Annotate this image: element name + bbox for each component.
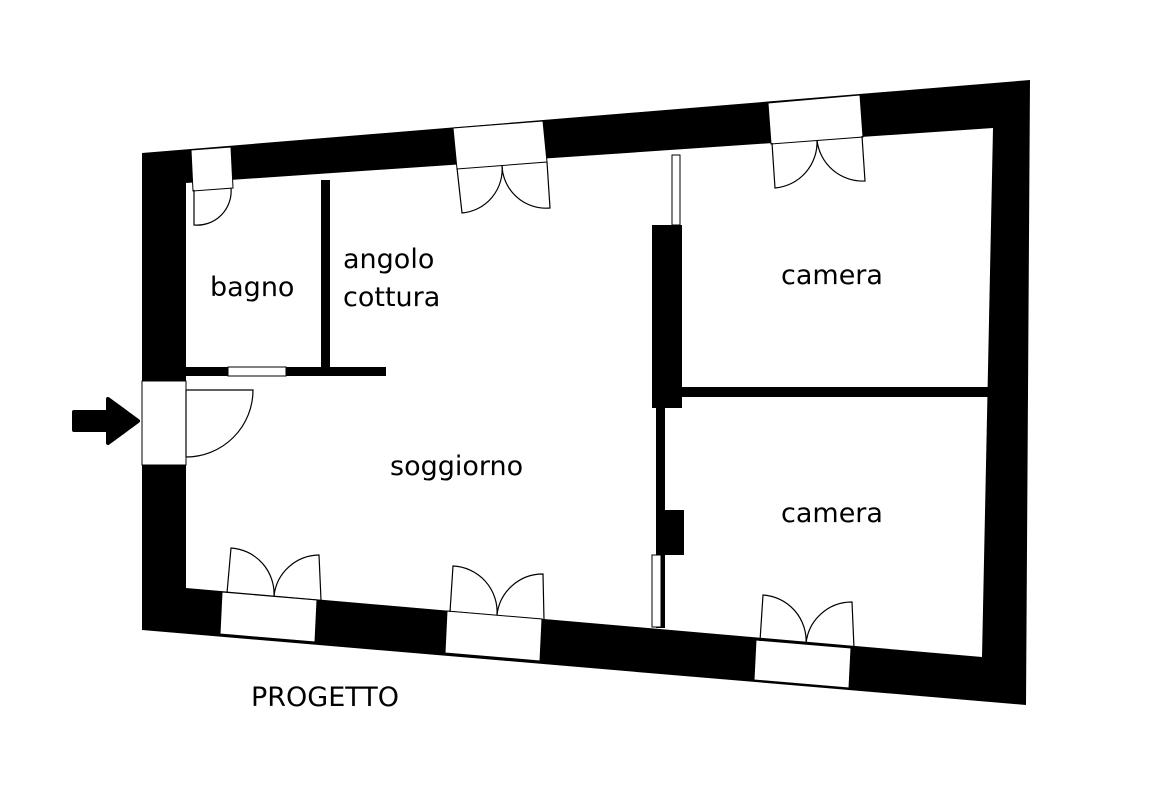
room-label-camera-bottom: camera — [781, 498, 883, 529]
entrance-opening — [141, 380, 187, 466]
window-bagno — [190, 146, 234, 192]
partition-bottom — [651, 554, 662, 628]
bagno-door-gap — [227, 366, 287, 377]
window-soggiorno-right — [444, 610, 543, 662]
room-label-camera-top: camera — [781, 260, 883, 291]
plan-caption: PROGETTO — [251, 682, 399, 713]
outer-walls — [142, 80, 1030, 705]
window-angolo-cottura — [452, 120, 548, 170]
room-label-cottura: cottura — [343, 282, 440, 313]
window-openings — [141, 94, 864, 689]
arrow-right-icon — [72, 397, 140, 445]
partition-top — [671, 154, 681, 226]
room-label-angolo: angolo — [343, 244, 434, 275]
window-soggiorno-left — [219, 591, 318, 643]
window-camera-bottom — [753, 639, 852, 689]
room-label-soggiorno: soggiorno — [390, 451, 523, 482]
window-camera-top — [767, 94, 864, 145]
room-label-bagno: bagno — [210, 272, 294, 303]
door-swings — [185, 135, 866, 649]
